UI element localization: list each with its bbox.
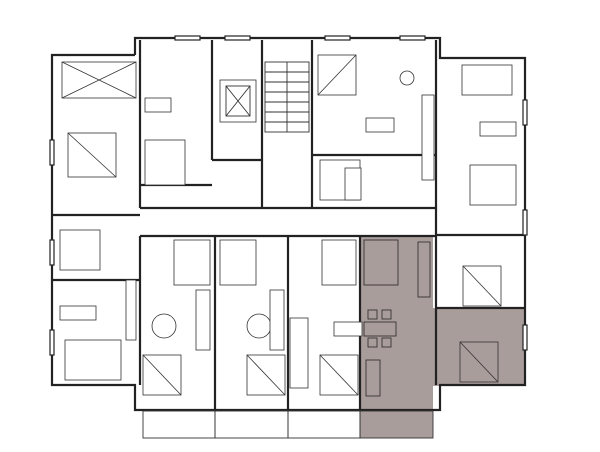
highlighted-unit[interactable] <box>360 237 525 438</box>
tables-and-chairs <box>59 70 517 348</box>
stairs <box>264 61 310 133</box>
sofas <box>64 64 513 397</box>
beds <box>61 54 502 396</box>
highlighted-living-area[interactable] <box>360 237 433 411</box>
bathrooms <box>59 139 517 286</box>
interior-walls <box>52 40 525 410</box>
elevator <box>219 79 257 123</box>
highlighted-bedroom[interactable] <box>433 308 525 386</box>
balconies <box>142 410 434 439</box>
kitchen-counters <box>125 94 435 351</box>
windows <box>49 35 528 356</box>
highlighted-balcony[interactable] <box>360 411 433 438</box>
